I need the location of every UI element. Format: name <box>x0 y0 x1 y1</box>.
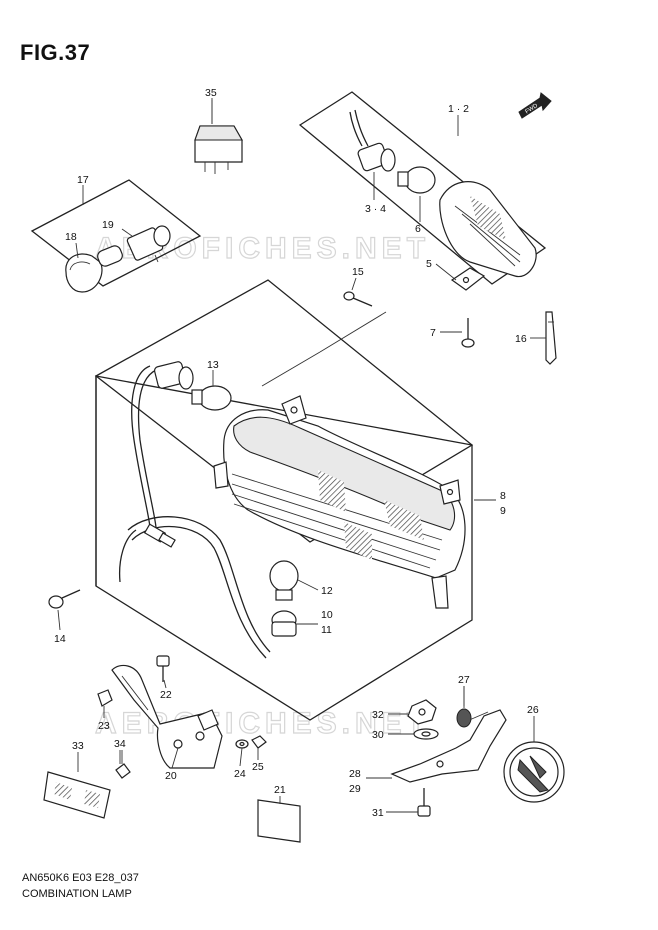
callout-33: 33 <box>72 740 84 752</box>
reflector-part-33 <box>43 771 111 819</box>
callout-labels: 35 1 · 2 17 19 18 3 · 4 6 5 15 7 16 13 8… <box>54 87 539 819</box>
callout-13: 13 <box>207 359 219 371</box>
bulb-part-12 <box>269 560 299 601</box>
fwd-arrow-icon: FWD <box>518 92 552 119</box>
callout-16: 16 <box>515 333 527 345</box>
figure-title: FIG.37 <box>20 40 91 65</box>
callout-15: 15 <box>352 266 364 278</box>
nut-part-25 <box>251 735 267 749</box>
label-part-21 <box>257 799 301 843</box>
bracket-part-20 <box>111 664 223 769</box>
license-lamp-part-26 <box>503 741 565 803</box>
callout-5: 5 <box>426 258 432 270</box>
callout-6: 6 <box>415 223 421 235</box>
callout-19: 19 <box>102 219 114 231</box>
washer-part-24 <box>235 739 249 749</box>
callout-32: 32 <box>372 709 384 721</box>
callout-10: 10 <box>321 609 333 621</box>
screw-part-14 <box>48 589 81 609</box>
diagram-code: AN650K6 E03 E28_037 <box>22 872 139 884</box>
leader-line-15 <box>261 351 321 387</box>
callout-35: 35 <box>205 87 217 99</box>
callout-21: 21 <box>274 784 286 796</box>
headlight-housing-part-8-9 <box>213 395 466 609</box>
front-turn-signal-assembly <box>349 109 537 291</box>
callout-1-2: 1 · 2 <box>448 103 469 115</box>
front-turn-signal-group-outline <box>298 91 547 285</box>
callout-11: 11 <box>321 624 332 636</box>
callout-18: 18 <box>65 231 77 243</box>
callout-8: 8 <box>500 490 506 502</box>
callout-27: 27 <box>458 674 470 686</box>
callout-25: 25 <box>252 761 264 773</box>
nut-part-34 <box>115 750 131 779</box>
callout-28: 28 <box>349 768 361 780</box>
callout-3-4: 3 · 4 <box>365 203 386 215</box>
diagram-caption: COMBINATION LAMP <box>22 888 132 900</box>
callout-9: 9 <box>500 505 506 517</box>
callout-14: 14 <box>54 633 66 645</box>
callout-22: 22 <box>160 689 172 701</box>
screw-part-31 <box>417 788 431 817</box>
screw-part-7 <box>461 318 475 348</box>
callout-29: 29 <box>349 783 361 795</box>
callout-20: 20 <box>165 770 177 782</box>
socket-part-10-11 <box>271 610 297 637</box>
callout-30: 30 <box>372 729 384 741</box>
callout-34: 34 <box>114 738 126 750</box>
callout-23: 23 <box>98 720 110 732</box>
nut-part-23 <box>97 689 113 707</box>
leader-lines <box>57 98 546 813</box>
callout-31: 31 <box>372 807 384 819</box>
wiring-harness <box>118 365 271 659</box>
callout-12: 12 <box>321 585 333 597</box>
callout-24: 24 <box>234 768 246 780</box>
screw-part-22 <box>156 655 170 682</box>
callout-17: 17 <box>77 174 89 186</box>
callout-26: 26 <box>527 704 539 716</box>
bulb-socket-part-13 <box>154 361 232 411</box>
position-lamp-assembly <box>65 225 171 293</box>
clip-part-16 <box>545 311 557 365</box>
nut-part-32 <box>407 699 437 725</box>
relay-part-35 <box>194 100 243 174</box>
screw-part-15 <box>343 291 373 307</box>
washer-part-30 <box>413 728 439 740</box>
callout-7: 7 <box>430 327 436 339</box>
